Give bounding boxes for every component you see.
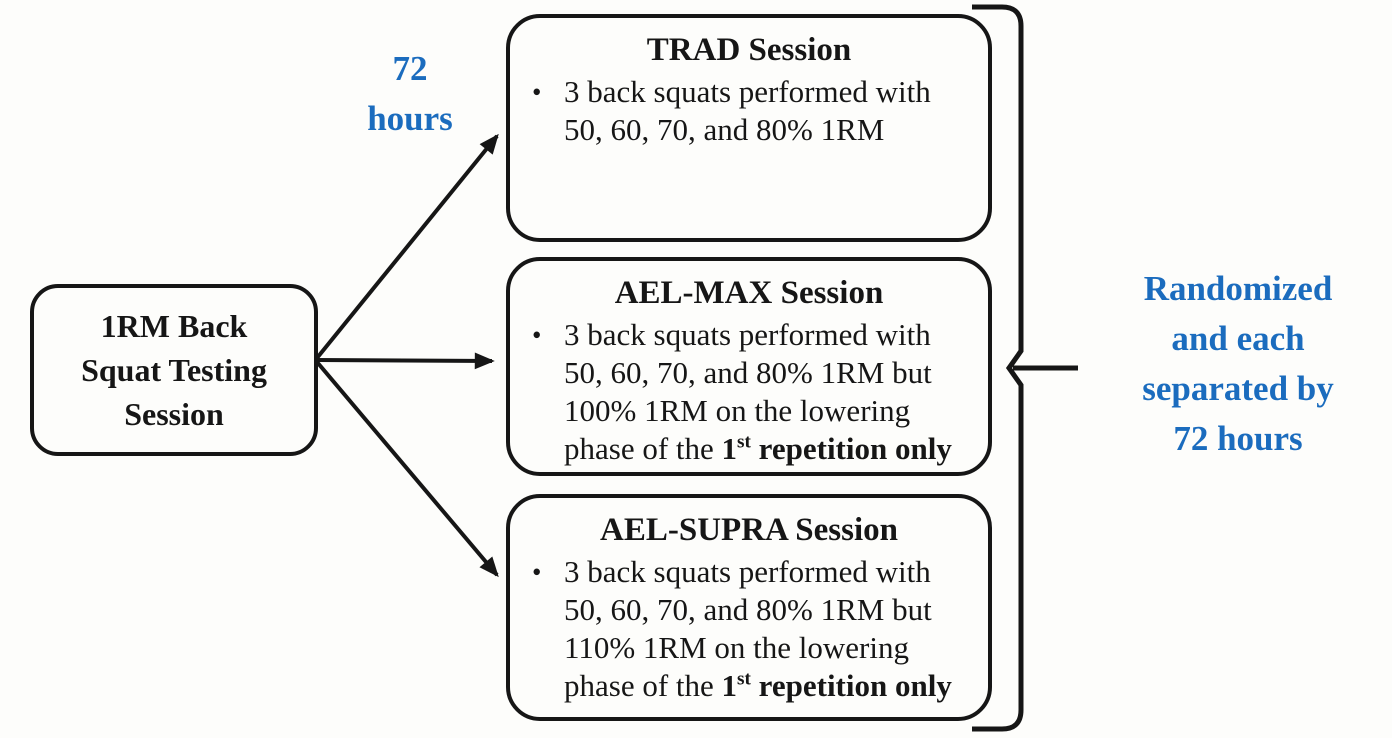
session-description-lines: 3 back squats performed with (564, 74, 931, 109)
tail-prefix: phase of the (564, 431, 722, 466)
session-box-ael-max: AEL-MAX Session • 3 back squats performe… (506, 257, 992, 476)
session-title-ael-max: AEL-MAX Session (614, 275, 884, 311)
bullet-icon: • (532, 320, 542, 350)
session-title-ael-supra: AEL-SUPRA Session (600, 512, 898, 548)
tail-bold-ordinal: st (737, 668, 751, 690)
tail-bold-rest: repetition only (750, 431, 952, 466)
tail-bold-ordinal: st (737, 431, 751, 453)
tail-bold-number: 1 (721, 668, 738, 703)
arrow-to-trad (315, 133, 499, 360)
session-bullet-trad: • 3 back squats performed with 50, 60, 7… (510, 73, 988, 149)
bullet-icon: • (532, 77, 542, 107)
arrow-to-ael-supra (315, 360, 499, 578)
session-description-tail: phase of the 1st repetition only (564, 667, 952, 705)
session-title-trad: TRAD Session (646, 32, 852, 68)
session-box-trad: TRAD Session • 3 back squats performed w… (506, 14, 992, 242)
session-description-tail: phase of the 1st repetition only (564, 430, 952, 468)
bullet-icon: • (532, 557, 542, 587)
tail-prefix: 50, 60, 70, and 80% 1RM (564, 112, 885, 147)
session-description-tail: 50, 60, 70, and 80% 1RM (564, 111, 931, 149)
tail-prefix: phase of the (564, 668, 722, 703)
tail-bold-rest: repetition only (750, 668, 952, 703)
session-box-ael-supra: AEL-SUPRA Session • 3 back squats perfor… (506, 494, 992, 721)
tail-bold-number: 1 (721, 431, 738, 466)
session-description-trad: 3 back squats performed with 50, 60, 70,… (564, 73, 931, 149)
arrow-to-ael-max (316, 352, 495, 370)
